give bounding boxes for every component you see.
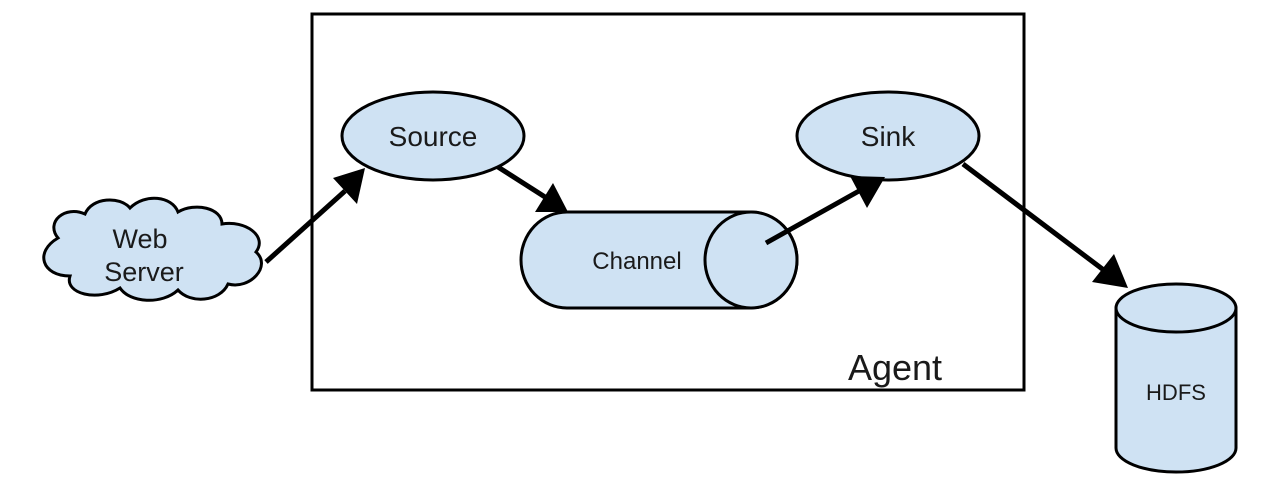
web-server-node: Web Server xyxy=(42,196,263,302)
agent-container: Agent xyxy=(310,12,1026,392)
arrow-head-icon xyxy=(850,176,885,208)
edge-source-to-channel xyxy=(496,164,568,212)
hdfs-label: HDFS xyxy=(1146,380,1206,405)
channel-cylinder-end xyxy=(703,210,799,310)
edge-channel-to-sink xyxy=(764,176,885,246)
agent-label: Agent xyxy=(848,347,942,388)
edge-line xyxy=(264,189,347,264)
channel-label: Channel xyxy=(592,248,681,275)
edge-line xyxy=(764,188,861,246)
source-label: Source xyxy=(389,121,478,152)
source-ellipse xyxy=(340,90,526,182)
source-node: Source xyxy=(340,90,526,182)
web-server-label-line2: Server xyxy=(104,257,184,287)
agent-box xyxy=(310,12,1026,392)
edge-line xyxy=(496,164,547,200)
arrow-head-icon xyxy=(535,183,568,212)
hdfs-node: HDFS xyxy=(1114,282,1238,474)
arrow-head-icon xyxy=(1092,254,1128,288)
web-server-label-line1: Web xyxy=(112,224,167,254)
sink-label: Sink xyxy=(861,121,916,152)
edge-line xyxy=(961,162,1107,273)
channel-node: Channel xyxy=(519,210,799,310)
edge-webserver-to-source xyxy=(264,168,365,264)
sink-node: Sink xyxy=(795,90,981,182)
hdfs-cylinder-body xyxy=(1114,306,1238,474)
hdfs-cylinder-top xyxy=(1114,282,1238,334)
cloud-shape xyxy=(42,196,263,302)
arrow-head-icon xyxy=(333,168,365,204)
edge-sink-to-hdfs xyxy=(961,162,1128,288)
sink-ellipse xyxy=(795,90,981,182)
